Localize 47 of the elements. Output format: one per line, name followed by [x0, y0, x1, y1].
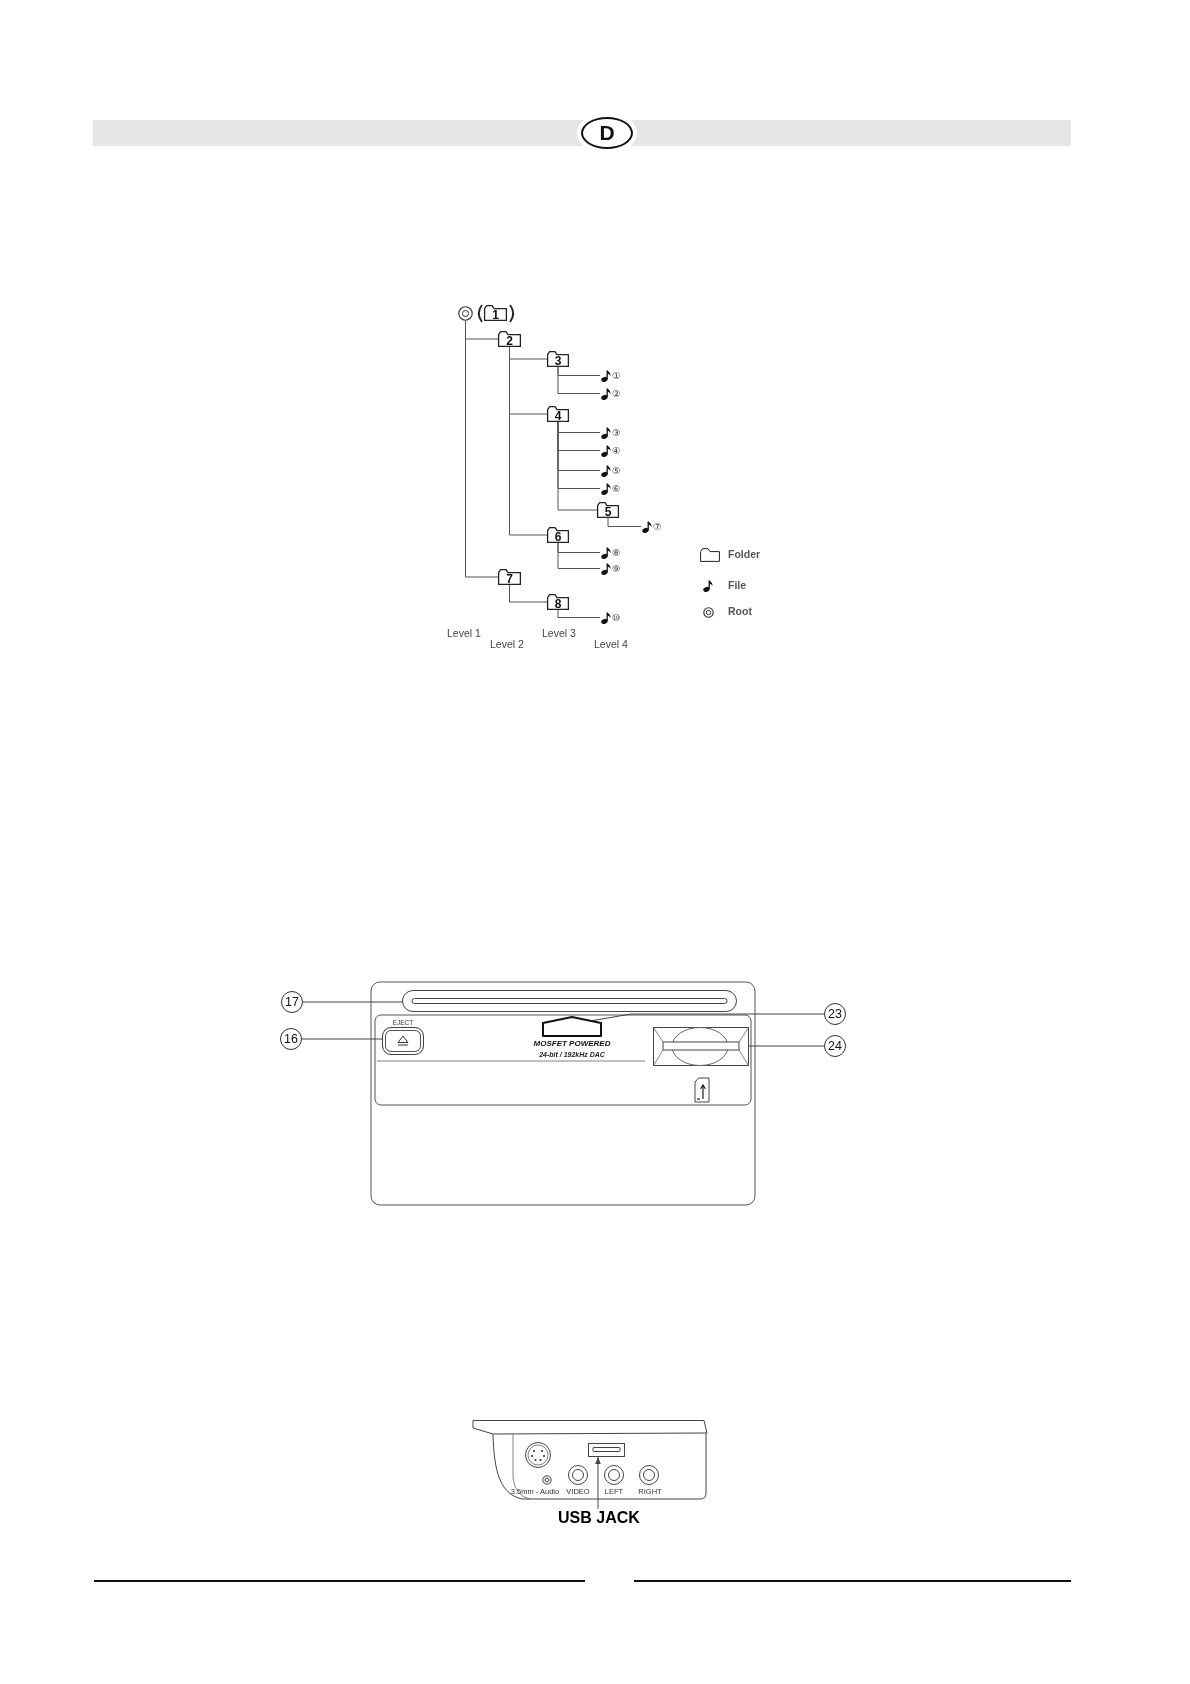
leader-arrow — [595, 1456, 601, 1510]
tree-line — [557, 542, 601, 569]
folder: 3 — [547, 351, 569, 367]
ring-icon — [458, 306, 473, 321]
file-number: ⑧ — [612, 546, 621, 559]
level-label: Level 3 — [542, 627, 576, 640]
panel-print-text: MOSFET POWERED — [533, 1039, 611, 1049]
callout-number: 23 — [824, 1003, 846, 1025]
folder: 1 — [484, 305, 507, 321]
leader-line — [748, 1045, 825, 1047]
tree-line — [557, 609, 601, 618]
tree-line — [509, 584, 548, 603]
file-number: ⑤ — [612, 464, 621, 477]
folder: 6 — [547, 527, 569, 543]
folder: 8 — [547, 594, 569, 610]
tree-line — [557, 421, 598, 511]
folder: 4 — [547, 406, 569, 422]
tree-line — [509, 346, 548, 536]
leader-line — [301, 1038, 383, 1040]
folder: 7 — [498, 569, 521, 585]
tree-line — [557, 366, 601, 394]
file-number: ⑦ — [653, 520, 662, 533]
callout-number: 16 — [280, 1028, 302, 1050]
callout-number: 24 — [824, 1035, 846, 1057]
tree-line — [465, 320, 499, 578]
pentagon-window — [542, 1016, 602, 1037]
disc-slot — [402, 990, 737, 1012]
folder: 5 — [597, 502, 619, 518]
usb-port — [588, 1443, 625, 1457]
legend-label: File — [728, 579, 747, 592]
file-number: ⑥ — [612, 482, 621, 495]
legend-label: Folder — [728, 548, 761, 561]
callout-number: 17 — [281, 991, 303, 1013]
level-label: Level 2 — [490, 638, 524, 651]
file-number: ⑨ — [612, 562, 621, 575]
folder: 2 — [498, 331, 521, 347]
file-number: ① — [612, 369, 621, 382]
file-number: ⑩ — [612, 611, 621, 624]
level-label: Level 1 — [447, 627, 481, 640]
card-slot — [653, 1027, 749, 1066]
file-number: ④ — [612, 444, 621, 457]
tree-line — [607, 517, 642, 527]
port-label: USB JACK — [558, 1509, 638, 1527]
file-number: ② — [612, 387, 621, 400]
file-number: ③ — [612, 426, 621, 439]
level-label: Level 4 — [594, 638, 628, 651]
legend-label: Root — [728, 605, 752, 618]
